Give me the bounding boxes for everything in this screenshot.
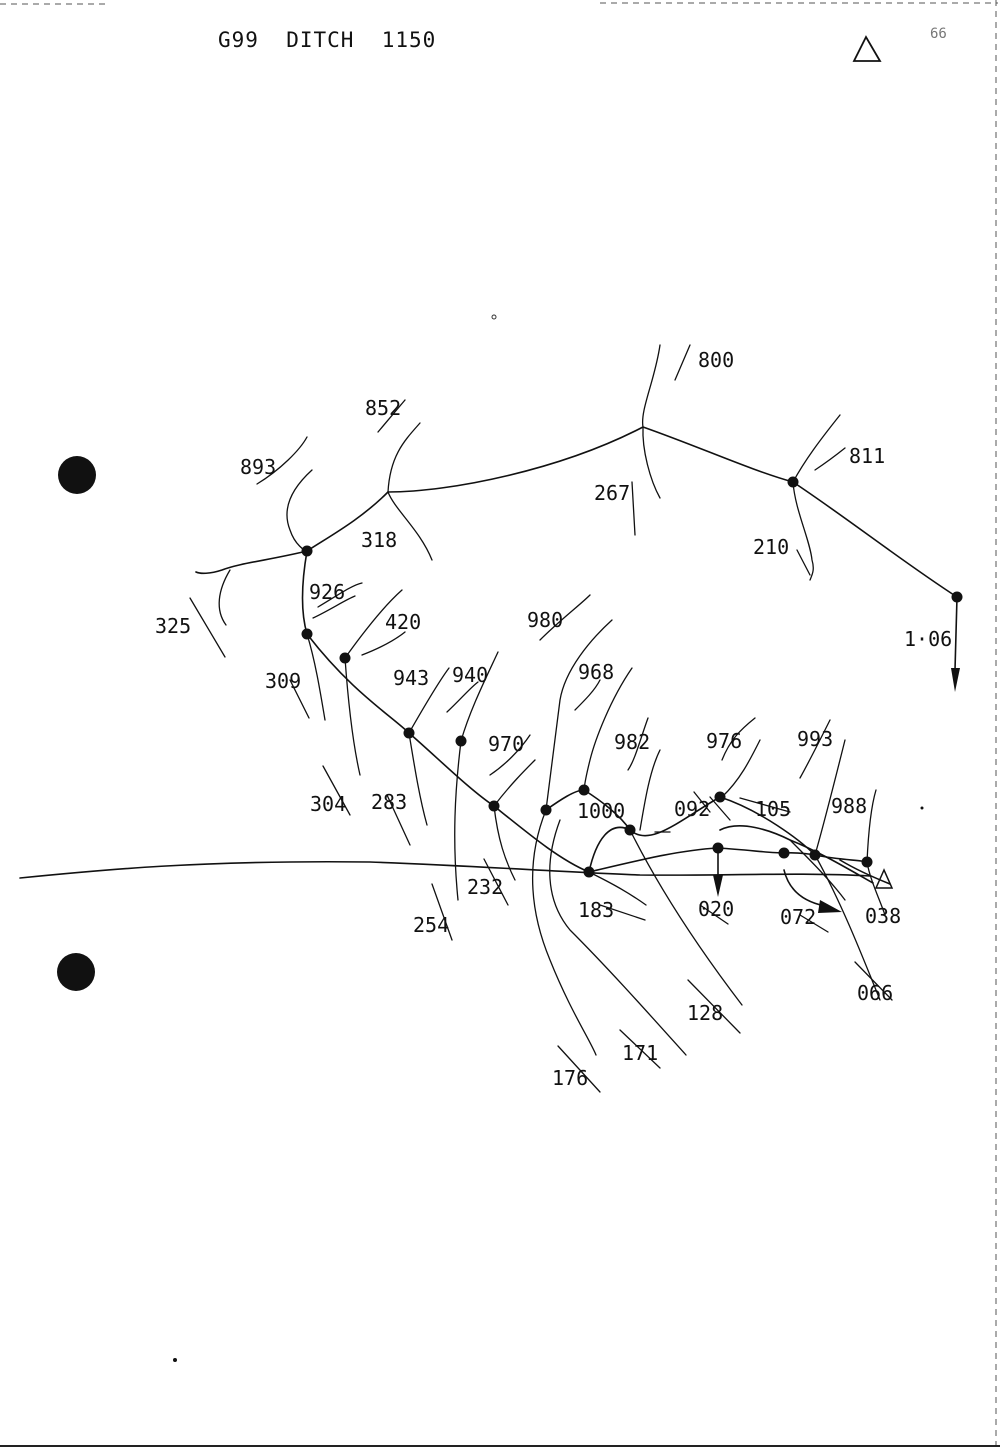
- survey-point-icon: [339, 652, 351, 664]
- page-title: G99 DITCH 1150: [218, 28, 436, 52]
- point-label: 267: [594, 481, 630, 505]
- survey-point-icon: [578, 784, 590, 796]
- survey-point-icon: [624, 824, 636, 836]
- traverse-network: [19, 426, 958, 885]
- point-label: 128: [687, 1001, 723, 1025]
- point-label: 232: [467, 875, 503, 899]
- point-label: 092: [674, 797, 710, 821]
- point-label: 038: [865, 904, 901, 928]
- survey-point-icon: [809, 849, 821, 861]
- survey-point-icon: [712, 842, 724, 854]
- point-label: 993: [797, 727, 833, 751]
- survey-points: [301, 476, 963, 878]
- point-label: 304: [310, 792, 346, 816]
- point-label: 1000: [577, 799, 625, 823]
- point-label: 893: [240, 455, 276, 479]
- baseline: [19, 860, 871, 879]
- point-label: 283: [371, 790, 407, 814]
- point-label: 852: [365, 396, 401, 420]
- survey-point-icon: [787, 476, 799, 488]
- point-label: 309: [265, 669, 301, 693]
- traverse-line-diagonal: [306, 633, 590, 873]
- point-label: 980: [527, 608, 563, 632]
- survey-point-icon: [778, 847, 790, 859]
- point-label: 325: [155, 614, 191, 638]
- survey-point-icon: [714, 791, 726, 803]
- arrow-down-icon: [713, 847, 723, 897]
- contour-strokes: [189, 344, 893, 1093]
- point-label: 176: [552, 1066, 588, 1090]
- point-label: 988: [831, 794, 867, 818]
- arrow-right-icon: [783, 869, 842, 913]
- survey-point-icon: [583, 866, 595, 878]
- speck: [920, 806, 924, 810]
- traverse-line-318: [306, 491, 389, 552]
- survey-point-icon: [403, 727, 415, 739]
- point-label: 926: [309, 580, 345, 604]
- survey-point-icon: [488, 800, 500, 812]
- survey-point-icon: [951, 591, 963, 603]
- point-label: 210: [753, 535, 789, 559]
- punch-hole-icon: [58, 456, 96, 494]
- point-label: 254: [413, 913, 449, 937]
- speck: [173, 1358, 177, 1362]
- point-label: 800: [698, 348, 734, 372]
- point-label: 420: [385, 610, 421, 634]
- survey-point-icon: [861, 856, 873, 868]
- traverse-line-926: [301, 550, 308, 635]
- survey-point-icon: [301, 628, 313, 640]
- point-label: 020: [698, 897, 734, 921]
- corner-note: 66: [930, 26, 947, 42]
- point-label: 171: [622, 1041, 658, 1065]
- point-label: 943: [393, 666, 429, 690]
- point-label: 982: [614, 730, 650, 754]
- point-label: 318: [361, 528, 397, 552]
- point-label: 105: [755, 797, 791, 821]
- point-label: 1·06: [904, 627, 952, 651]
- point-label: 183: [578, 898, 614, 922]
- triangle-icon: [852, 35, 882, 62]
- point-label: 066: [857, 981, 893, 1005]
- speck: [491, 314, 497, 320]
- traverse-line-325: [195, 550, 308, 575]
- point-labels: 800 852 893 811 267 318 210 926 325 420 …: [155, 348, 952, 1090]
- point-label: 940: [452, 663, 488, 687]
- point-label: 976: [706, 729, 742, 753]
- triangle-icon: [874, 868, 894, 889]
- arrow-down-icon: [951, 596, 960, 692]
- survey-point-icon: [455, 735, 467, 747]
- point-label: 970: [488, 732, 524, 756]
- punch-hole-icon: [57, 953, 95, 991]
- point-label: 968: [578, 660, 614, 684]
- traverse-line-038: [839, 859, 891, 885]
- point-label: 072: [780, 905, 816, 929]
- survey-point-icon: [301, 545, 313, 557]
- traverse-line-upper: [387, 426, 958, 598]
- survey-point-icon: [540, 804, 552, 816]
- point-label: 811: [849, 444, 885, 468]
